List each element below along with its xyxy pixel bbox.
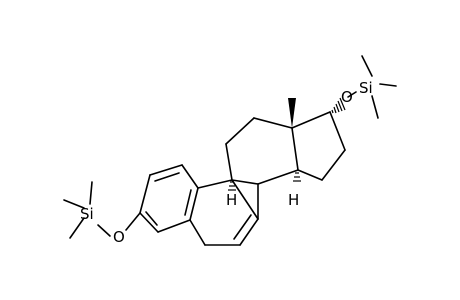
c14-hydrogen-hashed-bond: [293, 172, 301, 182]
right-oxygen-label: O: [341, 88, 353, 106]
right-trimethylsilyl-ether: [347, 55, 397, 119]
c17-oxygen-hashed-bond: [331, 97, 346, 114]
ring-d: [291, 111, 346, 181]
left-trimethylsilyl-ether: [63, 181, 141, 239]
ring-a-aromatic: [139, 164, 199, 233]
left-silicon-label: Si: [80, 205, 94, 223]
right-silicon-label: Si: [359, 79, 373, 97]
c9-hydrogen-hashed-bond: [228, 181, 236, 191]
ring-c: [225, 117, 299, 220]
c13-methyl-wedge: [288, 98, 296, 128]
ring-b: [189, 179, 259, 246]
c9-hydrogen-label: H: [226, 191, 237, 209]
left-oxygen-label: O: [113, 228, 125, 246]
c14-hydrogen-label: H: [288, 191, 299, 209]
